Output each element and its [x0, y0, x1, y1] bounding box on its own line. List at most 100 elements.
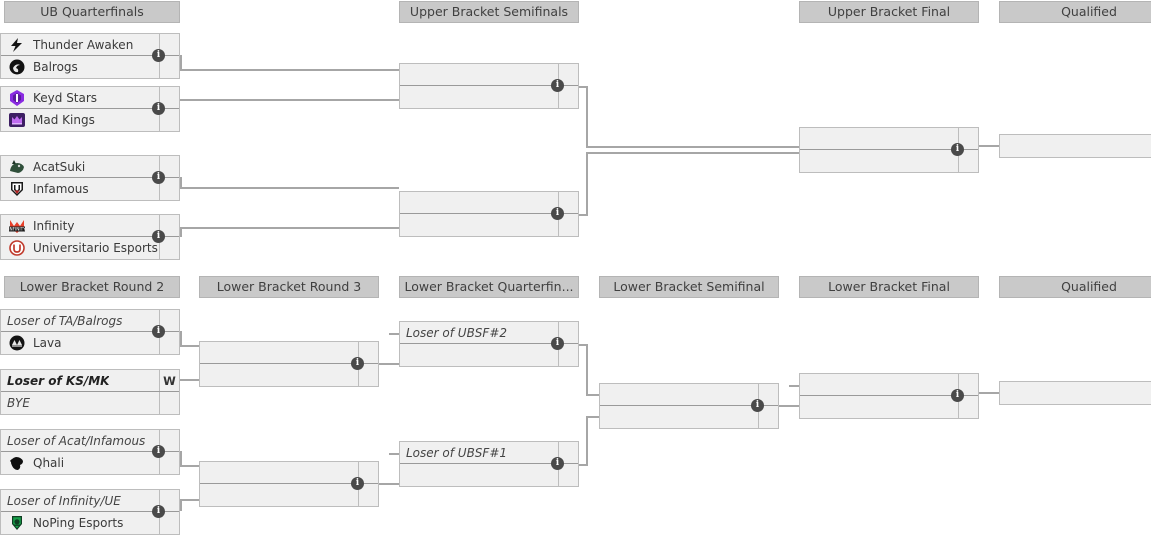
match-row-top[interactable]	[200, 342, 378, 364]
match-lb-r2-2[interactable]: Loser of KS/MK W BYE	[0, 369, 180, 415]
score-top	[159, 490, 179, 511]
match-row-top[interactable]: AcatSuki	[1, 156, 179, 178]
match-row-bottom[interactable]	[800, 396, 978, 418]
match-lb-r3-2[interactable]	[199, 461, 379, 507]
match-ub-qf-4[interactable]: INFINITY Infinity Universitario Esports	[0, 214, 180, 260]
match-row-bottom[interactable]: Mad Kings	[1, 109, 179, 131]
opponent-bottom: Balrogs	[1, 56, 159, 78]
svg-text:INFINITY: INFINITY	[8, 226, 26, 231]
match-row-top[interactable]	[800, 128, 978, 150]
round-header-lb-semifinal[interactable]: Lower Bracket Semifinal	[599, 276, 779, 298]
match-row-top[interactable]	[600, 384, 778, 406]
opponent-bottom	[400, 86, 558, 108]
connector-line	[586, 344, 588, 396]
match-info-icon[interactable]: i	[751, 399, 764, 412]
score-top	[159, 156, 179, 177]
match-row-bottom[interactable]	[200, 484, 378, 506]
match-row-top[interactable]: Loser of Acat/Infamous	[1, 430, 179, 452]
match-row-bottom[interactable]: Lava	[1, 332, 179, 354]
match-row-top[interactable]: Loser of KS/MK W	[1, 370, 179, 392]
match-info-icon[interactable]: i	[551, 337, 564, 350]
connector-line	[180, 331, 182, 347]
match-row-bottom[interactable]: BYE	[1, 392, 179, 414]
match-row-top[interactable]	[200, 462, 378, 484]
match-row-bottom[interactable]: Balrogs	[1, 56, 179, 78]
match-ub-final[interactable]	[799, 127, 979, 173]
opponent-top: Loser of Infinity/UE	[1, 490, 159, 511]
match-lb-qf-2[interactable]: Loser of UBSF#1	[399, 441, 579, 487]
match-row-bottom[interactable]: Infamous	[1, 178, 179, 200]
match-info-icon[interactable]: i	[152, 171, 165, 184]
match-row-top[interactable]: Thunder Awaken	[1, 34, 179, 56]
match-row-top[interactable]: Loser of UBSF#2	[400, 322, 578, 344]
score-bottom	[159, 512, 179, 534]
match-row-top[interactable]	[800, 374, 978, 396]
match-ub-sf-1[interactable]	[399, 63, 579, 109]
match-row-top[interactable]: Loser of TA/Balrogs	[1, 310, 179, 332]
keyd-stars-logo	[7, 89, 27, 107]
opponent-top: Loser of UBSF#1	[400, 442, 558, 463]
opponent-bottom	[600, 406, 758, 428]
match-lb-r2-3[interactable]: Loser of Acat/Infamous Qhali	[0, 429, 180, 475]
match-lb-r3-1[interactable]	[199, 341, 379, 387]
connector-line	[579, 344, 588, 346]
match-lb-r2-4[interactable]: Loser of Infinity/UE NoPing Esports	[0, 489, 180, 535]
match-info-icon[interactable]: i	[152, 505, 165, 518]
match-row-top[interactable]	[1000, 382, 1151, 404]
score-bottom	[558, 86, 578, 108]
match-row-bottom[interactable]	[800, 150, 978, 172]
match-row-bottom[interactable]: Qhali	[1, 452, 179, 474]
match-info-icon[interactable]: i	[152, 325, 165, 338]
match-info-icon[interactable]: i	[551, 457, 564, 470]
round-header-lb-qualified[interactable]: Qualified	[999, 276, 1151, 298]
match-info-icon[interactable]: i	[951, 389, 964, 402]
match-lb-final[interactable]	[799, 373, 979, 419]
match-info-icon[interactable]: i	[951, 143, 964, 156]
score-bottom	[159, 237, 179, 259]
match-info-icon[interactable]: i	[152, 230, 165, 243]
match-lb-qf-1[interactable]: Loser of UBSF#2	[399, 321, 579, 367]
match-info-icon[interactable]: i	[152, 445, 165, 458]
round-header-ub-semifinals[interactable]: Upper Bracket Semifinals	[399, 1, 579, 23]
match-row-top[interactable]	[400, 192, 578, 214]
match-ub-qf-1[interactable]: Thunder Awaken Balrogs	[0, 33, 180, 79]
match-lb-semifinal[interactable]	[599, 383, 779, 429]
opponent-top: Thunder Awaken	[1, 34, 159, 55]
match-row-top[interactable]	[400, 64, 578, 86]
team-name: Thunder Awaken	[33, 37, 134, 52]
match-row-bottom[interactable]	[200, 364, 378, 386]
match-ub-qf-2[interactable]: Keyd Stars Mad Kings	[0, 86, 180, 132]
round-header-ub-final[interactable]: Upper Bracket Final	[799, 1, 979, 23]
match-info-icon[interactable]: i	[551, 79, 564, 92]
round-header-lb-round2[interactable]: Lower Bracket Round 2	[4, 276, 180, 298]
match-lb-r2-1[interactable]: Loser of TA/Balrogs Lava	[0, 309, 180, 355]
round-header-ub-quarterfinals[interactable]: UB Quarterfinals	[4, 1, 180, 23]
match-row-bottom[interactable]	[400, 214, 578, 236]
match-info-icon[interactable]: i	[551, 207, 564, 220]
match-ub-qf-3[interactable]: AcatSuki Infamous	[0, 155, 180, 201]
match-row-top[interactable]: INFINITY Infinity	[1, 215, 179, 237]
match-info-icon[interactable]: i	[152, 102, 165, 115]
match-row-bottom[interactable]: NoPing Esports	[1, 512, 179, 534]
round-header-lb-final[interactable]: Lower Bracket Final	[799, 276, 979, 298]
opponent-bottom	[800, 396, 958, 418]
match-row-top[interactable]: Loser of Infinity/UE	[1, 490, 179, 512]
match-row-bottom[interactable]	[400, 86, 578, 108]
match-row-bottom[interactable]: Universitario Esports	[1, 237, 179, 259]
match-row-top[interactable]	[1000, 135, 1151, 157]
slot-ub-qualified[interactable]	[999, 134, 1151, 158]
score-bottom	[159, 109, 179, 131]
round-header-lb-quarterfinals[interactable]: Lower Bracket Quarterfin...	[399, 276, 579, 298]
match-ub-sf-2[interactable]	[399, 191, 579, 237]
match-row-top[interactable]: Keyd Stars	[1, 87, 179, 109]
match-row-bottom[interactable]	[600, 406, 778, 428]
match-row-bottom[interactable]	[400, 464, 578, 486]
match-info-icon[interactable]: i	[152, 49, 165, 62]
match-row-bottom[interactable]	[400, 344, 578, 366]
match-row-top[interactable]: Loser of UBSF#1	[400, 442, 578, 464]
round-header-lb-round3[interactable]: Lower Bracket Round 3	[199, 276, 379, 298]
match-info-icon[interactable]: i	[351, 477, 364, 490]
round-header-ub-qualified[interactable]: Qualified	[999, 1, 1151, 23]
slot-lb-qualified[interactable]	[999, 381, 1151, 405]
match-info-icon[interactable]: i	[351, 357, 364, 370]
